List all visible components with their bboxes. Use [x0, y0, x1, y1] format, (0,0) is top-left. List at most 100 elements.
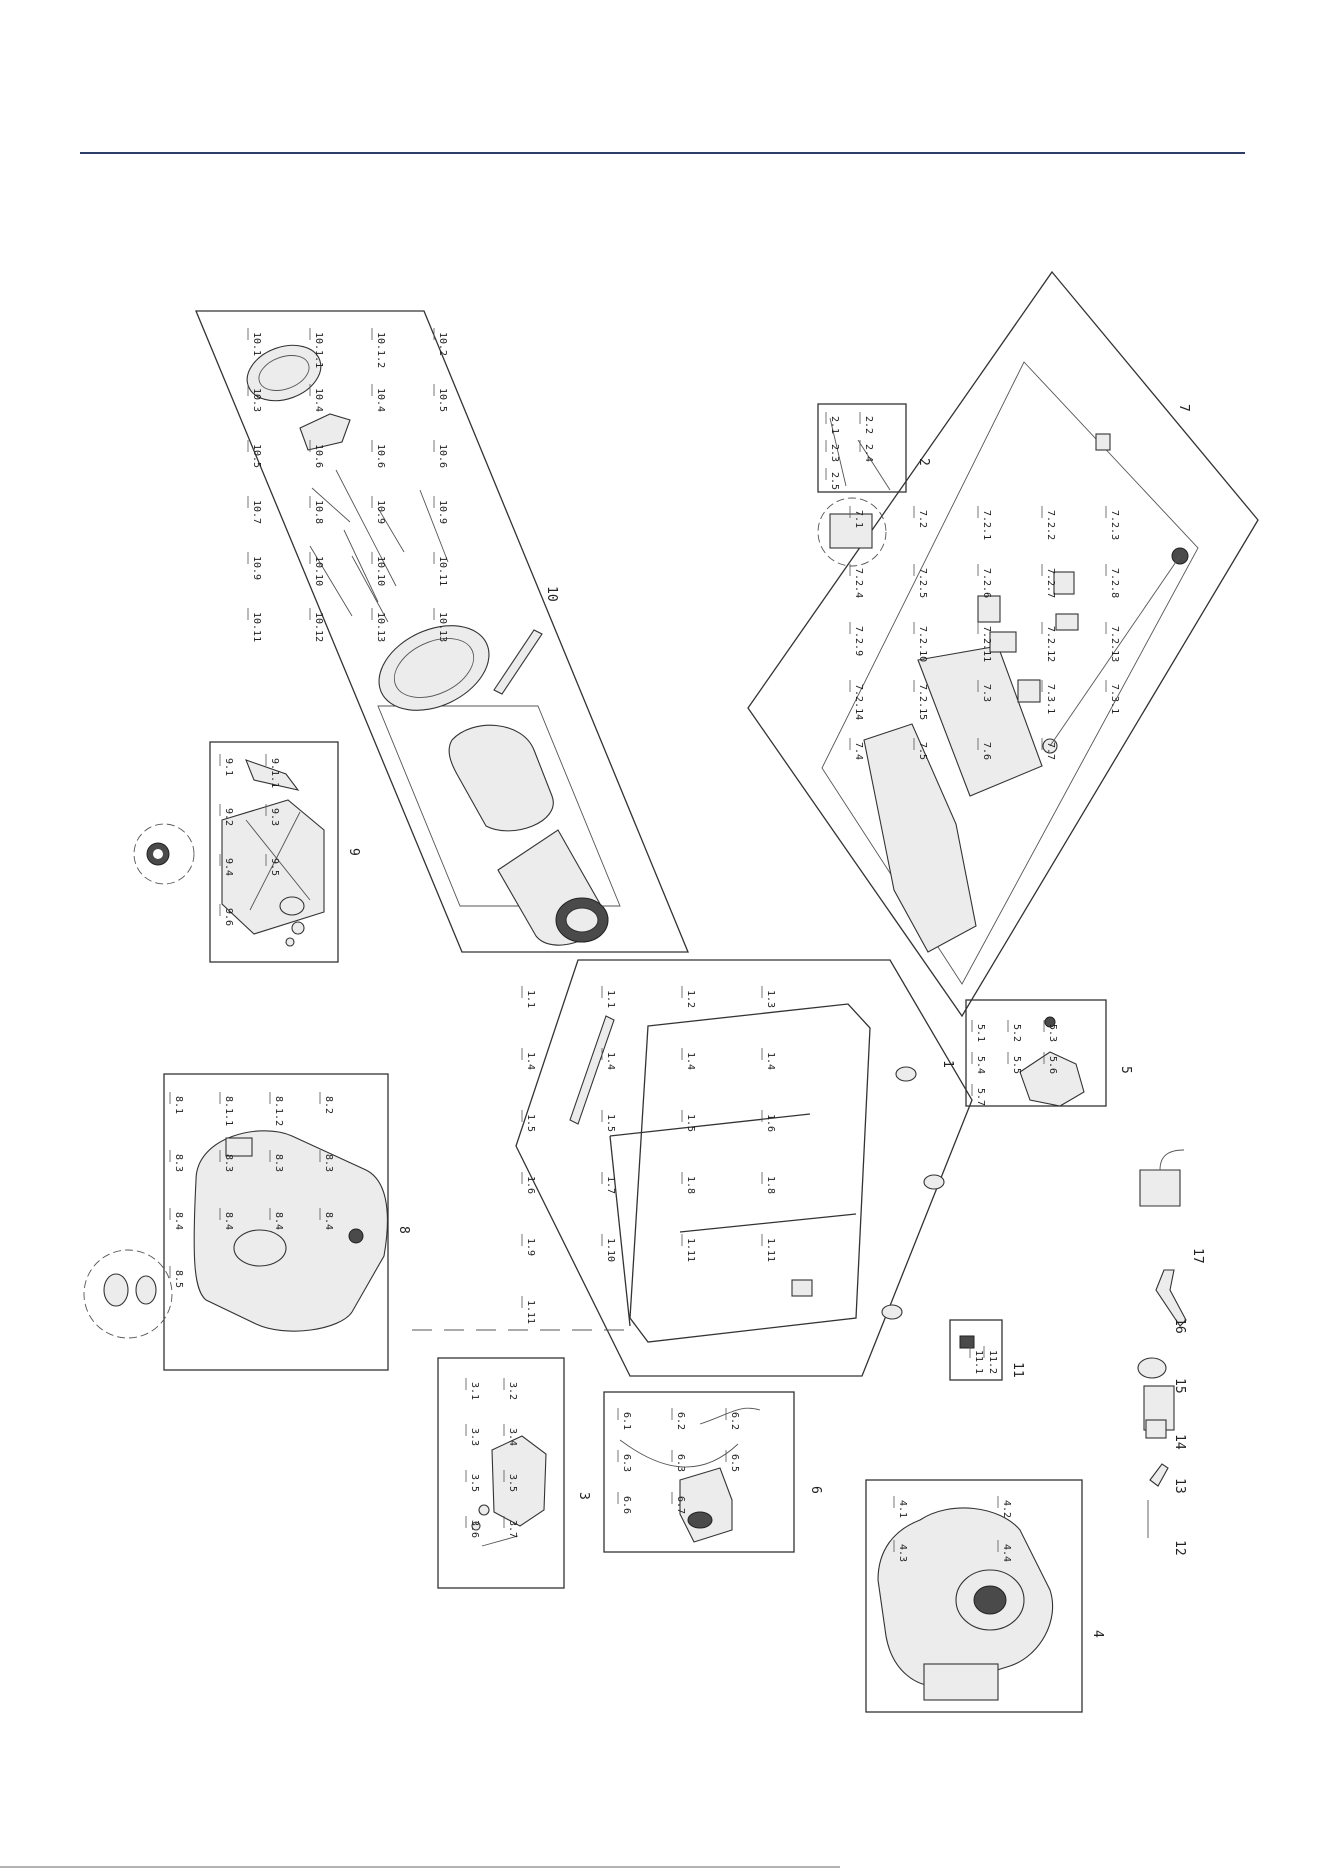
- part-label-7.2.10: 7.2.10: [917, 626, 928, 662]
- part-label-6.5: 6.5: [729, 1454, 740, 1472]
- group-label-1: 1: [940, 1060, 955, 1068]
- part-label-3.5: 3.5: [507, 1474, 518, 1492]
- part-label-7.2: 7.2: [917, 510, 928, 528]
- part-label-4.3: 4.3: [897, 1544, 908, 1562]
- part-label-7.2.5: 7.2.5: [917, 568, 928, 598]
- part-label-1.4: 1.4: [685, 1052, 696, 1070]
- group-1-frame: [515, 959, 973, 1377]
- part-label-3.6: 3.6: [469, 1520, 480, 1538]
- group-label-5: 5: [1118, 1066, 1133, 1074]
- part-label-5.2: 5.2: [1011, 1024, 1022, 1042]
- group-label-12: 12: [1172, 1540, 1187, 1556]
- part-label-10.8: 10.8: [313, 500, 324, 524]
- group-label-6: 6: [808, 1486, 823, 1494]
- part-label-11.1: 11.1: [973, 1350, 984, 1374]
- group-label-15: 15: [1172, 1378, 1187, 1394]
- part-label-1.9: 1.9: [525, 1238, 536, 1256]
- part-label-9.3: 9.3: [269, 808, 280, 826]
- part-label-8.1.1: 8.1.1: [223, 1096, 234, 1126]
- part-label-9.2: 9.2: [223, 808, 234, 826]
- part-label-2.2: 2.2: [863, 416, 874, 434]
- part-label-9.5: 9.5: [269, 858, 280, 876]
- part-label-7.2.7: 7.2.7: [1045, 568, 1056, 598]
- part-label-9.6: 9.6: [223, 908, 234, 926]
- part-label-5.3: 5.3: [1047, 1024, 1058, 1042]
- part-label-7.2.4: 7.2.4: [853, 568, 864, 598]
- part-label-6.1: 6.1: [621, 1412, 632, 1430]
- part-label-8.1: 8.1: [173, 1096, 184, 1114]
- part-label-10.2: 10.2: [437, 332, 448, 356]
- part-label-8.1.2: 8.1.2: [273, 1096, 284, 1126]
- part-label-7.2.13: 7.2.13: [1109, 626, 1120, 662]
- group-label-8: 8: [396, 1226, 411, 1234]
- group-label-4: 4: [1090, 1630, 1105, 1638]
- part-label-7.1: 7.1: [853, 510, 864, 528]
- part-label-7.6: 7.6: [981, 742, 992, 760]
- part-label-1.11: 1.11: [525, 1300, 536, 1324]
- part-label-10.13: 10.13: [375, 612, 386, 642]
- group-label-16: 16: [1172, 1318, 1187, 1334]
- part-label-10.1.1: 10.1.1: [313, 332, 324, 368]
- part-label-9.1.1: 9.1.1: [269, 758, 280, 788]
- part-label-8.3: 8.3: [273, 1154, 284, 1172]
- part-label-3.4: 3.4: [507, 1428, 518, 1446]
- part-label-8.4: 8.4: [173, 1212, 184, 1230]
- group-8-fuel-tank: [83, 1073, 630, 1371]
- part-label-7.5: 7.5: [917, 742, 928, 760]
- part-label-10.6: 10.6: [313, 444, 324, 468]
- part-label-5.4: 5.4: [975, 1056, 986, 1074]
- part-label-7.2.14: 7.2.14: [853, 684, 864, 720]
- part-label-10.1: 10.1: [251, 332, 262, 356]
- part-label-10.12: 10.12: [313, 612, 324, 642]
- part-label-10.7: 10.7: [251, 500, 262, 524]
- group-4-engine: [865, 1479, 1083, 1713]
- part-label-1.2: 1.2: [685, 990, 696, 1008]
- part-label-8.4: 8.4: [273, 1212, 284, 1230]
- part-label-10.11: 10.11: [251, 612, 262, 642]
- part-label-1.1: 1.1: [525, 990, 536, 1008]
- accessories: [1137, 1149, 1187, 1538]
- part-label-10.13: 10.13: [437, 612, 448, 642]
- part-label-10.5: 10.5: [251, 444, 262, 468]
- part-label-6.3: 6.3: [621, 1454, 632, 1472]
- part-label-10.5: 10.5: [437, 388, 448, 412]
- part-label-4.1: 4.1: [897, 1500, 908, 1518]
- part-label-8.4: 8.4: [223, 1212, 234, 1230]
- part-label-1.5: 1.5: [525, 1114, 536, 1132]
- part-label-10.6: 10.6: [437, 444, 448, 468]
- group-11: [949, 1319, 1003, 1381]
- group-3-starter: [437, 1357, 565, 1589]
- part-label-7.2.15: 7.2.15: [917, 684, 928, 720]
- part-label-10.11: 10.11: [437, 556, 448, 586]
- part-label-3.7: 3.7: [507, 1520, 518, 1538]
- part-label-7.2.3: 7.2.3: [1109, 510, 1120, 540]
- part-label-7.7: 7.7: [1045, 742, 1056, 760]
- group-5-carburettor: [965, 999, 1107, 1107]
- part-label-10.1.2: 10.1.2: [375, 332, 386, 368]
- part-label-1.3: 1.3: [765, 990, 776, 1008]
- part-label-10.3: 10.3: [251, 388, 262, 412]
- part-label-10.10: 10.10: [313, 556, 324, 586]
- group-label-2: 2: [916, 458, 931, 466]
- part-label-8.3: 8.3: [173, 1154, 184, 1172]
- group-label-14: 14: [1172, 1434, 1187, 1450]
- part-label-1.7: 1.7: [605, 1176, 616, 1194]
- part-label-7.2.1: 7.2.1: [981, 510, 992, 540]
- part-label-10.9: 10.9: [437, 500, 448, 524]
- part-label-7.2.2: 7.2.2: [1045, 510, 1056, 540]
- group-6-motor: [603, 1391, 795, 1553]
- part-label-2.3: 2.3: [829, 444, 840, 462]
- part-label-1.8: 1.8: [765, 1176, 776, 1194]
- part-label-3.1: 3.1: [469, 1382, 480, 1400]
- part-label-2.4: 2.4: [863, 444, 874, 462]
- part-label-3.2: 3.2: [507, 1382, 518, 1400]
- part-label-9.4: 9.4: [223, 858, 234, 876]
- part-label-4.4: 4.4: [1001, 1544, 1012, 1562]
- part-label-2.1: 2.1: [829, 416, 840, 434]
- group-label-17: 17: [1190, 1248, 1205, 1264]
- part-label-8.4: 8.4: [323, 1212, 334, 1230]
- part-label-9.1: 9.1: [223, 758, 234, 776]
- part-label-1.5: 1.5: [685, 1114, 696, 1132]
- group-7-control-panel: [747, 270, 1259, 1018]
